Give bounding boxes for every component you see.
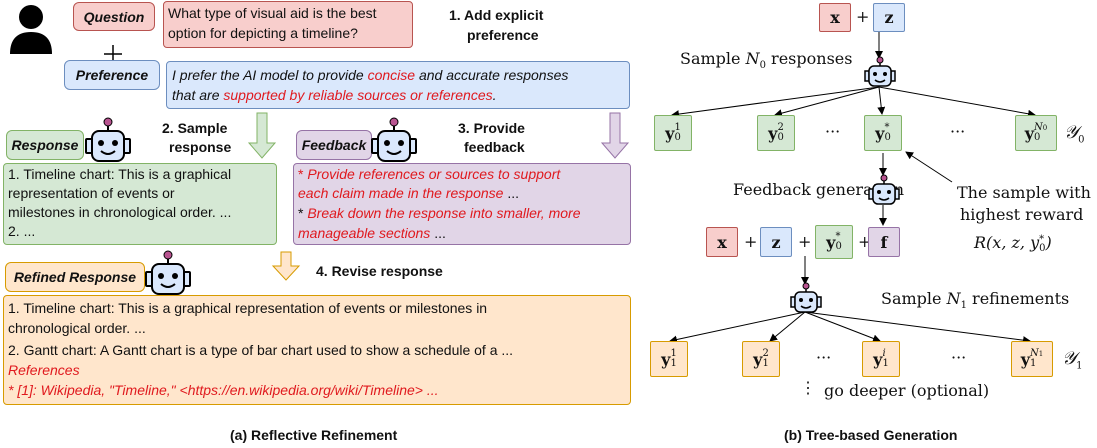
- node-y0-star: y*0: [815, 225, 853, 259]
- feedback-box: [293, 163, 631, 245]
- ellipsis: ···: [825, 122, 841, 141]
- response-box: [3, 163, 277, 245]
- preference-line-2: that are supported by reliable sources o…: [172, 87, 497, 103]
- response-line-3: milestones in chronological order. ...: [8, 204, 232, 220]
- response-line-1: 1. Timeline chart: This is a graphical: [8, 166, 232, 182]
- preference-box: [166, 61, 630, 109]
- node-z: z: [760, 227, 792, 257]
- best-sample-label-line-2: highest reward: [960, 205, 1084, 224]
- user-icon: [10, 5, 52, 54]
- response-line-2: representation of events or: [8, 185, 175, 201]
- refined-reference-1: * [1]: Wikipedia, "Timeline," <https://e…: [8, 382, 439, 398]
- response-line-4: 2. ...: [8, 223, 36, 239]
- refined-response-tag: Refined Response: [5, 262, 145, 292]
- step4-label: 4. Revise response: [316, 263, 443, 279]
- preference-tag: Preference: [64, 60, 160, 90]
- caption-b: (b) Tree-based Generation: [784, 427, 958, 443]
- question-box: [163, 1, 413, 48]
- step2-label-line-1: 2. Sample: [162, 120, 228, 136]
- step3-arrow: [600, 112, 630, 159]
- refined-line-3: 2. Gantt chart: A Gantt chart is a type …: [8, 342, 514, 358]
- sample-n1-label: Sample N1 refinements: [881, 289, 1070, 312]
- step1-label-line-2: preference: [467, 27, 539, 43]
- robot-icon: [864, 56, 896, 87]
- node-x: x: [819, 3, 851, 32]
- step2-arrow: [247, 112, 277, 159]
- feedback-line-1: * Provide references or sources to suppo…: [298, 166, 561, 182]
- question-tag: Question: [73, 2, 155, 31]
- vertical-ellipsis: ⋮: [800, 378, 816, 397]
- set-y0-label: 𝒴0: [1064, 122, 1085, 146]
- ellipsis: ···: [950, 122, 966, 141]
- feedback-tag: Feedback: [296, 130, 372, 160]
- refined-references-heading: References: [8, 362, 80, 378]
- question-line-2: option for depicting a timeline?: [168, 25, 358, 41]
- best-sample-label-line-1: The sample with: [957, 183, 1091, 202]
- question-line-1: What type of visual aid is the best: [168, 5, 377, 21]
- node-y0-star: y*0: [864, 115, 902, 151]
- plus-sign: +: [798, 232, 812, 251]
- node-f: f: [868, 227, 900, 257]
- ellipsis: ···: [951, 348, 967, 367]
- robot-icon: [85, 117, 131, 162]
- robot-icon: [790, 282, 822, 313]
- reward-expression: R(x, z, y*0): [974, 233, 1052, 254]
- node-z: z: [873, 3, 905, 32]
- feedback-line-3: * Break down the response into smaller, …: [298, 205, 581, 221]
- step2-label-line-2: response: [169, 139, 232, 155]
- sample-n0-label: Sample N0 responses: [680, 49, 853, 72]
- plus-sign: +: [856, 7, 870, 26]
- go-deeper-label: go deeper (optional): [824, 381, 990, 400]
- set-y1-label: 𝒴1: [1062, 348, 1083, 372]
- response-tag: Response: [6, 130, 84, 160]
- ellipsis: ···: [816, 348, 832, 367]
- robot-icon: [145, 250, 191, 295]
- node-x: x: [706, 227, 738, 257]
- caption-a: (a) Reflective Refinement: [230, 427, 398, 443]
- feedback-line-2: each claim made in the response ...: [298, 185, 520, 201]
- refined-response-box: [3, 295, 631, 405]
- robot-icon: [868, 174, 900, 205]
- refined-line-2: chronological order. ...: [8, 320, 146, 336]
- feedback-generation-label: Feedback generation: [733, 180, 905, 199]
- robot-icon: [371, 117, 417, 162]
- preference-line-1: I prefer the AI model to provide concise…: [172, 67, 569, 83]
- step4-arrow: [271, 251, 301, 281]
- step3-label-line-2: feedback: [464, 139, 525, 155]
- step1-label-line-1: 1. Add explicit: [449, 7, 544, 23]
- refined-line-1: 1. Timeline chart: This is a graphical r…: [8, 300, 488, 316]
- step3-label-line-1: 3. Provide: [458, 120, 525, 136]
- feedback-line-4: manageable sections ...: [298, 225, 446, 241]
- plus-sign: +: [744, 232, 758, 251]
